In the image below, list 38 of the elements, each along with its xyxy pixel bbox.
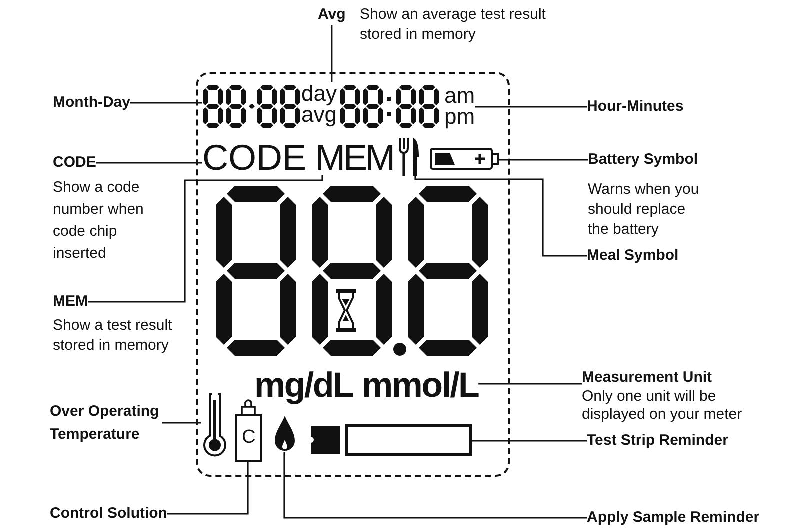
leader-line bbox=[414, 176, 587, 257]
callout-description: Only one unit will be displayed on your meter bbox=[582, 388, 744, 423]
leader-line bbox=[500, 159, 588, 161]
display-indicator: day bbox=[302, 82, 337, 104]
leader-line bbox=[472, 440, 587, 442]
callout-title: Month-Day bbox=[53, 93, 130, 113]
bottle-label: C bbox=[242, 428, 256, 448]
leader-line bbox=[88, 176, 324, 303]
callout-description: Show a test result stored in memory bbox=[53, 316, 174, 356]
callout-description: Show a code number when code chip inserted bbox=[53, 178, 145, 264]
display-indicator: pm bbox=[444, 106, 476, 127]
callout-title: Meal Symbol bbox=[587, 246, 679, 266]
leader-line bbox=[168, 462, 249, 515]
callout-title: Battery Symbol bbox=[588, 150, 698, 170]
callout-title: Measurement Unit bbox=[582, 368, 712, 388]
callout-title: Hour-Minutes bbox=[587, 97, 684, 117]
callout-title: Avg bbox=[318, 5, 346, 25]
callout-title: CODE bbox=[53, 153, 96, 173]
leader-line bbox=[475, 106, 587, 108]
leader-line bbox=[478, 383, 582, 385]
display-indicator: CODE bbox=[202, 140, 307, 176]
callout-title: Apply Sample Reminder bbox=[587, 508, 760, 528]
leader-line bbox=[331, 25, 333, 82]
callout-title: Control Solution bbox=[50, 504, 168, 524]
callout-title: Test Strip Reminder bbox=[587, 431, 728, 451]
leader-line bbox=[130, 102, 202, 104]
leader-line bbox=[96, 162, 202, 164]
unit-indicator: mmol/L bbox=[362, 368, 479, 402]
callout-description: Show an average test result stored in memory bbox=[360, 5, 547, 45]
display-indicator: MEM bbox=[316, 140, 394, 176]
callout-title: Over Operating Temperature bbox=[50, 400, 162, 446]
leader-line bbox=[284, 452, 587, 519]
leader-line bbox=[162, 422, 202, 424]
unit-indicator: mg/dL bbox=[254, 368, 353, 402]
display-indicator: am bbox=[444, 85, 476, 106]
lcd-display-panel bbox=[196, 72, 510, 477]
callout-title: MEM bbox=[53, 292, 88, 312]
callout-description: Warns when you should replace the battery bbox=[588, 180, 700, 240]
